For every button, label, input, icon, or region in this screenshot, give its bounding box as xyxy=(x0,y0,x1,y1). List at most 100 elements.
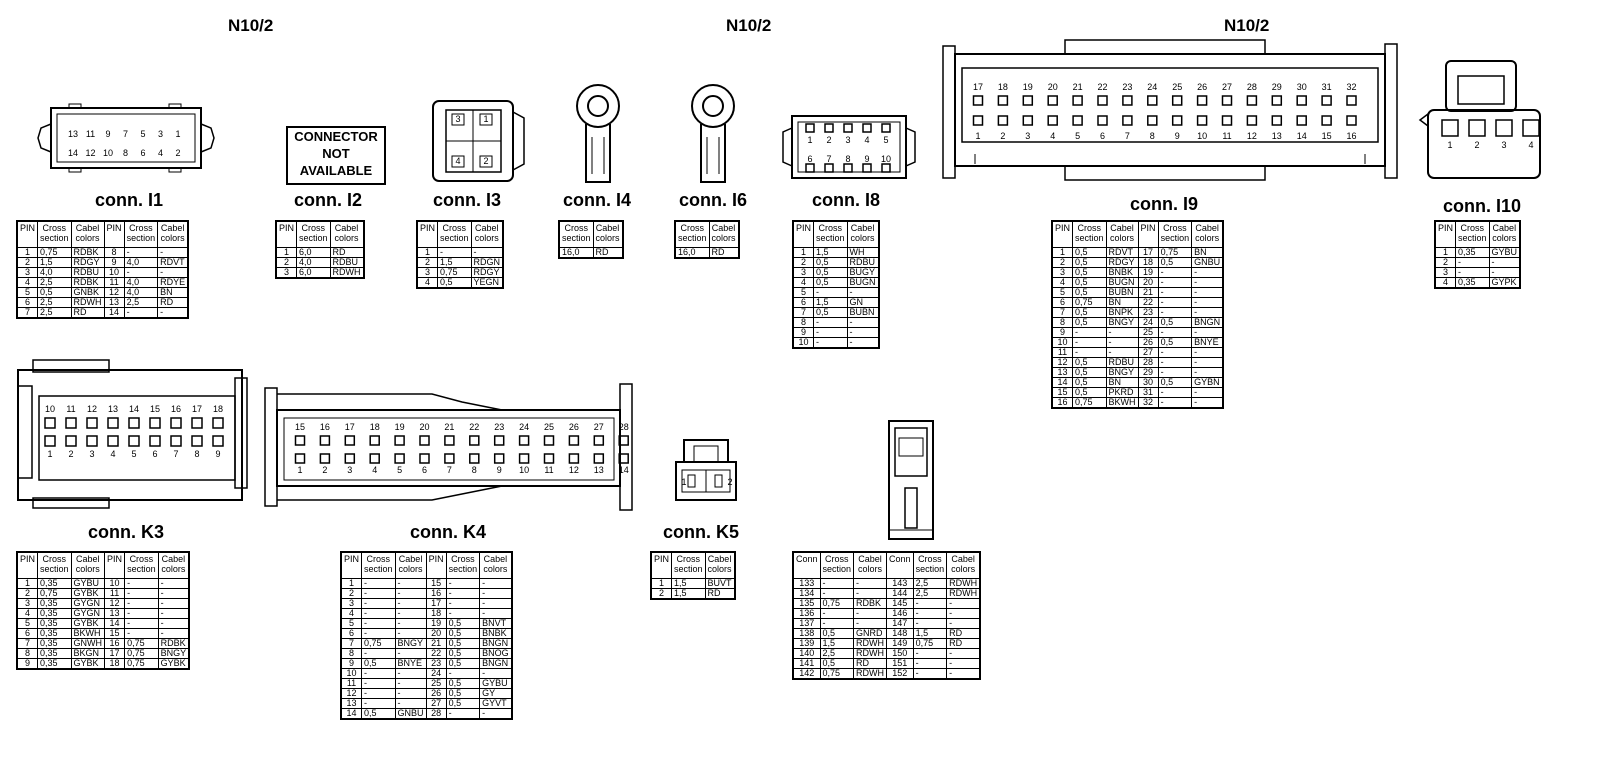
pin-number-cell: 1 xyxy=(792,247,815,258)
pin-contact xyxy=(419,453,430,464)
pin-number-cell: 13 xyxy=(103,297,125,308)
pin-number: 15 xyxy=(295,422,305,432)
pin-number-cell: 9 xyxy=(16,658,39,670)
pin-contact xyxy=(843,163,853,173)
pin-contact xyxy=(1171,115,1183,126)
cross-section-header-line2: section xyxy=(1160,233,1190,243)
cabel-color-cell: - xyxy=(394,608,427,619)
cross-section-cell: - xyxy=(1157,387,1193,398)
cabel-color-cell: GY xyxy=(479,688,513,699)
pin-contact xyxy=(294,435,306,446)
table-row: 9-- xyxy=(792,327,880,338)
pin-number-cell: 5 xyxy=(16,618,39,629)
pin-number: 32 xyxy=(1346,82,1356,92)
pin-number-cell: 1 xyxy=(650,578,673,589)
cross-section-cell: 0,5 xyxy=(445,628,481,639)
pin-number: 10 xyxy=(519,465,529,475)
pin-number-cell: 3 xyxy=(416,267,439,278)
cross-section-cell: 4,0 xyxy=(296,257,331,268)
cabel-colors-header-line2: colors xyxy=(334,233,359,243)
cabel-color-cell: RDBU xyxy=(329,257,365,268)
pin-contact xyxy=(170,435,182,447)
pin-number-cell: 3 xyxy=(1434,267,1457,278)
pin-contact xyxy=(1122,115,1133,126)
conn-i8-title: conn. I8 xyxy=(812,190,881,210)
cabel-color-cell: RD xyxy=(704,588,736,600)
cabel-color-cell: - xyxy=(1191,277,1224,288)
pin-number: 12 xyxy=(87,404,97,414)
pin-contact xyxy=(469,435,480,446)
cabel-color-cell: - xyxy=(394,628,427,639)
cross-section-cell: 0,35 xyxy=(1455,247,1490,258)
cross-section-cell: - xyxy=(1072,347,1107,358)
pin-number-cell: 28 xyxy=(1137,357,1159,368)
cross-section-cell: - xyxy=(813,337,848,349)
cross-section-cell: 0,5 xyxy=(445,648,481,659)
cross-section-cell: - xyxy=(1072,337,1107,348)
cabel-colors-header-line2: colors xyxy=(858,564,883,574)
cabel-color-cell: - xyxy=(1488,267,1521,278)
pin-contact xyxy=(65,435,77,447)
pin-contact xyxy=(319,435,331,446)
cross-section-cell: 2,5 xyxy=(123,297,159,308)
pin-number-cell: 9 xyxy=(1051,327,1074,338)
cross-section-cell: 0,5 xyxy=(361,658,396,669)
pin-contact xyxy=(1072,95,1083,106)
cross-section-cell: - xyxy=(1157,327,1193,338)
cabel-color-cell: GYBK xyxy=(70,658,106,670)
pin-contact xyxy=(1047,95,1058,106)
cross-section-cell: 1,5 xyxy=(437,257,472,268)
cross-section-cell: 2,5 xyxy=(37,307,72,319)
pin-header: PIN xyxy=(1137,220,1159,248)
cabel-color-cell: - xyxy=(846,317,880,328)
pin-contact xyxy=(444,453,455,464)
cabel-color-cell: RD xyxy=(70,307,105,319)
pin-number-cell: 28 xyxy=(425,708,447,720)
notice-line-3: AVAILABLE xyxy=(299,163,373,178)
cross-section-cell: - xyxy=(361,648,396,659)
pin-number-cell: 22 xyxy=(1137,297,1159,308)
cross-section-cell: 0,75 xyxy=(361,638,396,649)
pin-number-cell: 7 xyxy=(1051,307,1074,318)
cabel-color-cell: - xyxy=(394,588,427,599)
cabel-colors-header-line2: colors xyxy=(483,564,508,574)
pin-number: 11 xyxy=(66,404,75,414)
pin-number: 30 xyxy=(1297,82,1307,92)
pin-number: 10 xyxy=(103,148,113,158)
pin-number-cell: 21 xyxy=(425,638,447,649)
pin-number: 8 xyxy=(1150,131,1155,141)
cross-section-cell: 0,5 xyxy=(445,678,481,689)
pin-number: 27 xyxy=(594,422,604,432)
pin-number: 11 xyxy=(86,129,95,139)
cross-section-header-line1: Cross xyxy=(129,223,153,233)
cabel-colors-header-line2: colors xyxy=(1110,233,1135,243)
cabel-color-cell: - xyxy=(394,648,427,659)
cross-section-cell: 0,5 xyxy=(819,658,855,669)
pin-number-cell: 7 xyxy=(792,307,815,318)
cross-section-cell: 0,5 xyxy=(361,708,396,720)
pin-number: 12 xyxy=(569,465,579,475)
cross-section-cell: 0,75 xyxy=(37,588,72,599)
cross-section-cell: - xyxy=(1157,297,1193,308)
pin-number: 23 xyxy=(1122,82,1132,92)
cross-section-header-line1: Cross xyxy=(42,223,67,233)
pin-number-cell: 150 xyxy=(886,648,914,659)
